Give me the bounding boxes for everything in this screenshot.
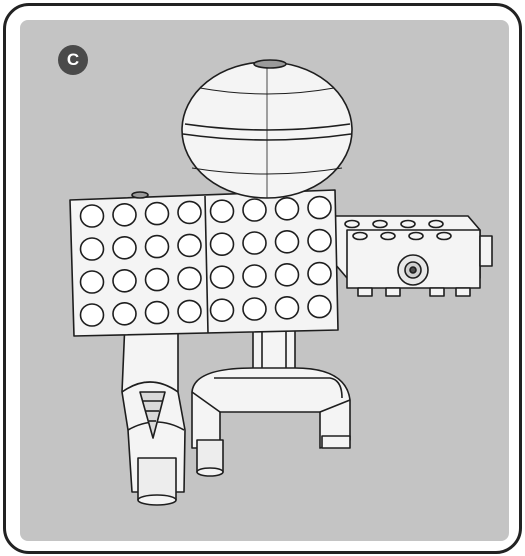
body-stud — [274, 295, 300, 320]
body-stud — [79, 237, 105, 261]
left-leg — [121, 321, 186, 506]
step-badge: C — [58, 45, 88, 75]
body-stud — [177, 266, 202, 291]
body-stud — [209, 232, 235, 256]
body-stud — [242, 231, 267, 255]
body-stud — [177, 299, 202, 324]
body-stud — [274, 230, 300, 254]
body-stud — [144, 267, 170, 292]
body-stud — [79, 303, 105, 327]
right-leg — [191, 321, 351, 477]
body-stud — [144, 234, 170, 259]
body-stud — [112, 268, 137, 293]
body-stud — [307, 294, 332, 319]
body-stud — [242, 198, 267, 222]
body-stud — [79, 270, 105, 294]
body-stud — [274, 262, 300, 287]
round-head — [181, 59, 353, 199]
body-stud — [112, 236, 137, 260]
body-stud — [144, 300, 170, 325]
body-stud — [209, 199, 235, 223]
body-stud — [177, 233, 202, 258]
body-stud — [112, 301, 137, 326]
body-stud — [79, 204, 105, 228]
body-stud — [307, 261, 332, 286]
body-stud — [144, 201, 170, 226]
body-stud — [307, 195, 332, 220]
body-stud — [274, 197, 300, 221]
step-badge-label: C — [66, 50, 80, 69]
body-stud — [242, 297, 267, 321]
body-stud — [307, 228, 332, 253]
body-stud — [112, 203, 137, 227]
body-stud — [242, 264, 267, 288]
body-stud — [177, 200, 202, 225]
body-studs — [79, 195, 332, 327]
side-arm-brick — [334, 215, 493, 297]
body-stud — [209, 265, 235, 290]
body-stud — [209, 298, 235, 323]
